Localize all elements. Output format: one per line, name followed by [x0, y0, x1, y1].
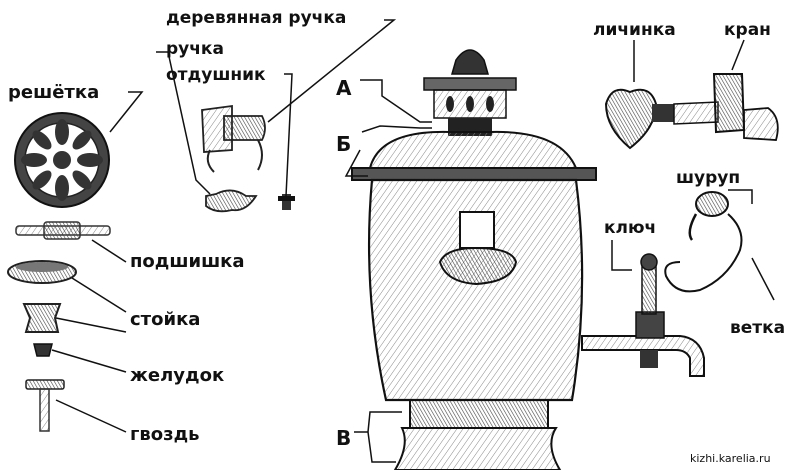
- handle-label: ручка: [166, 39, 224, 59]
- key-label: ключ: [604, 218, 657, 238]
- stand-cap-drawing: [7, 260, 77, 284]
- screw-drawing: [664, 191, 743, 293]
- leader-lines: [51, 19, 775, 463]
- vent-label: отдушник: [166, 65, 266, 85]
- samovar-drawing: [351, 49, 705, 470]
- marker-a: А: [336, 76, 352, 100]
- screw-label: шуруп: [676, 168, 741, 188]
- wooden-handle-label: деревянная ручка: [166, 8, 347, 28]
- stand-drawing: [22, 303, 62, 333]
- stomach-label: желудок: [130, 365, 225, 386]
- handle-drawing: [201, 104, 266, 213]
- grating-drawing: [14, 112, 110, 208]
- lichinka-drawing: [604, 88, 719, 150]
- tap-drawing: [712, 73, 779, 141]
- stand-label: стойка: [130, 309, 201, 330]
- lichinka-label: личинка: [593, 20, 676, 40]
- marker-v: В: [336, 426, 352, 450]
- nail-label: гвоздь: [130, 424, 200, 445]
- marker-b: Б: [336, 132, 352, 156]
- nail-drawing: [25, 379, 65, 432]
- liner-label: подшишка: [130, 251, 245, 272]
- source-credit: kizhi.karelia.ru: [690, 452, 771, 465]
- stomach-drawing: [33, 343, 53, 357]
- vent-drawing: [278, 194, 295, 210]
- tap-label: кран: [724, 20, 771, 40]
- branch-label: ветка: [730, 318, 786, 338]
- grating-label: решётка: [8, 82, 100, 103]
- liner-drawing: [15, 221, 111, 240]
